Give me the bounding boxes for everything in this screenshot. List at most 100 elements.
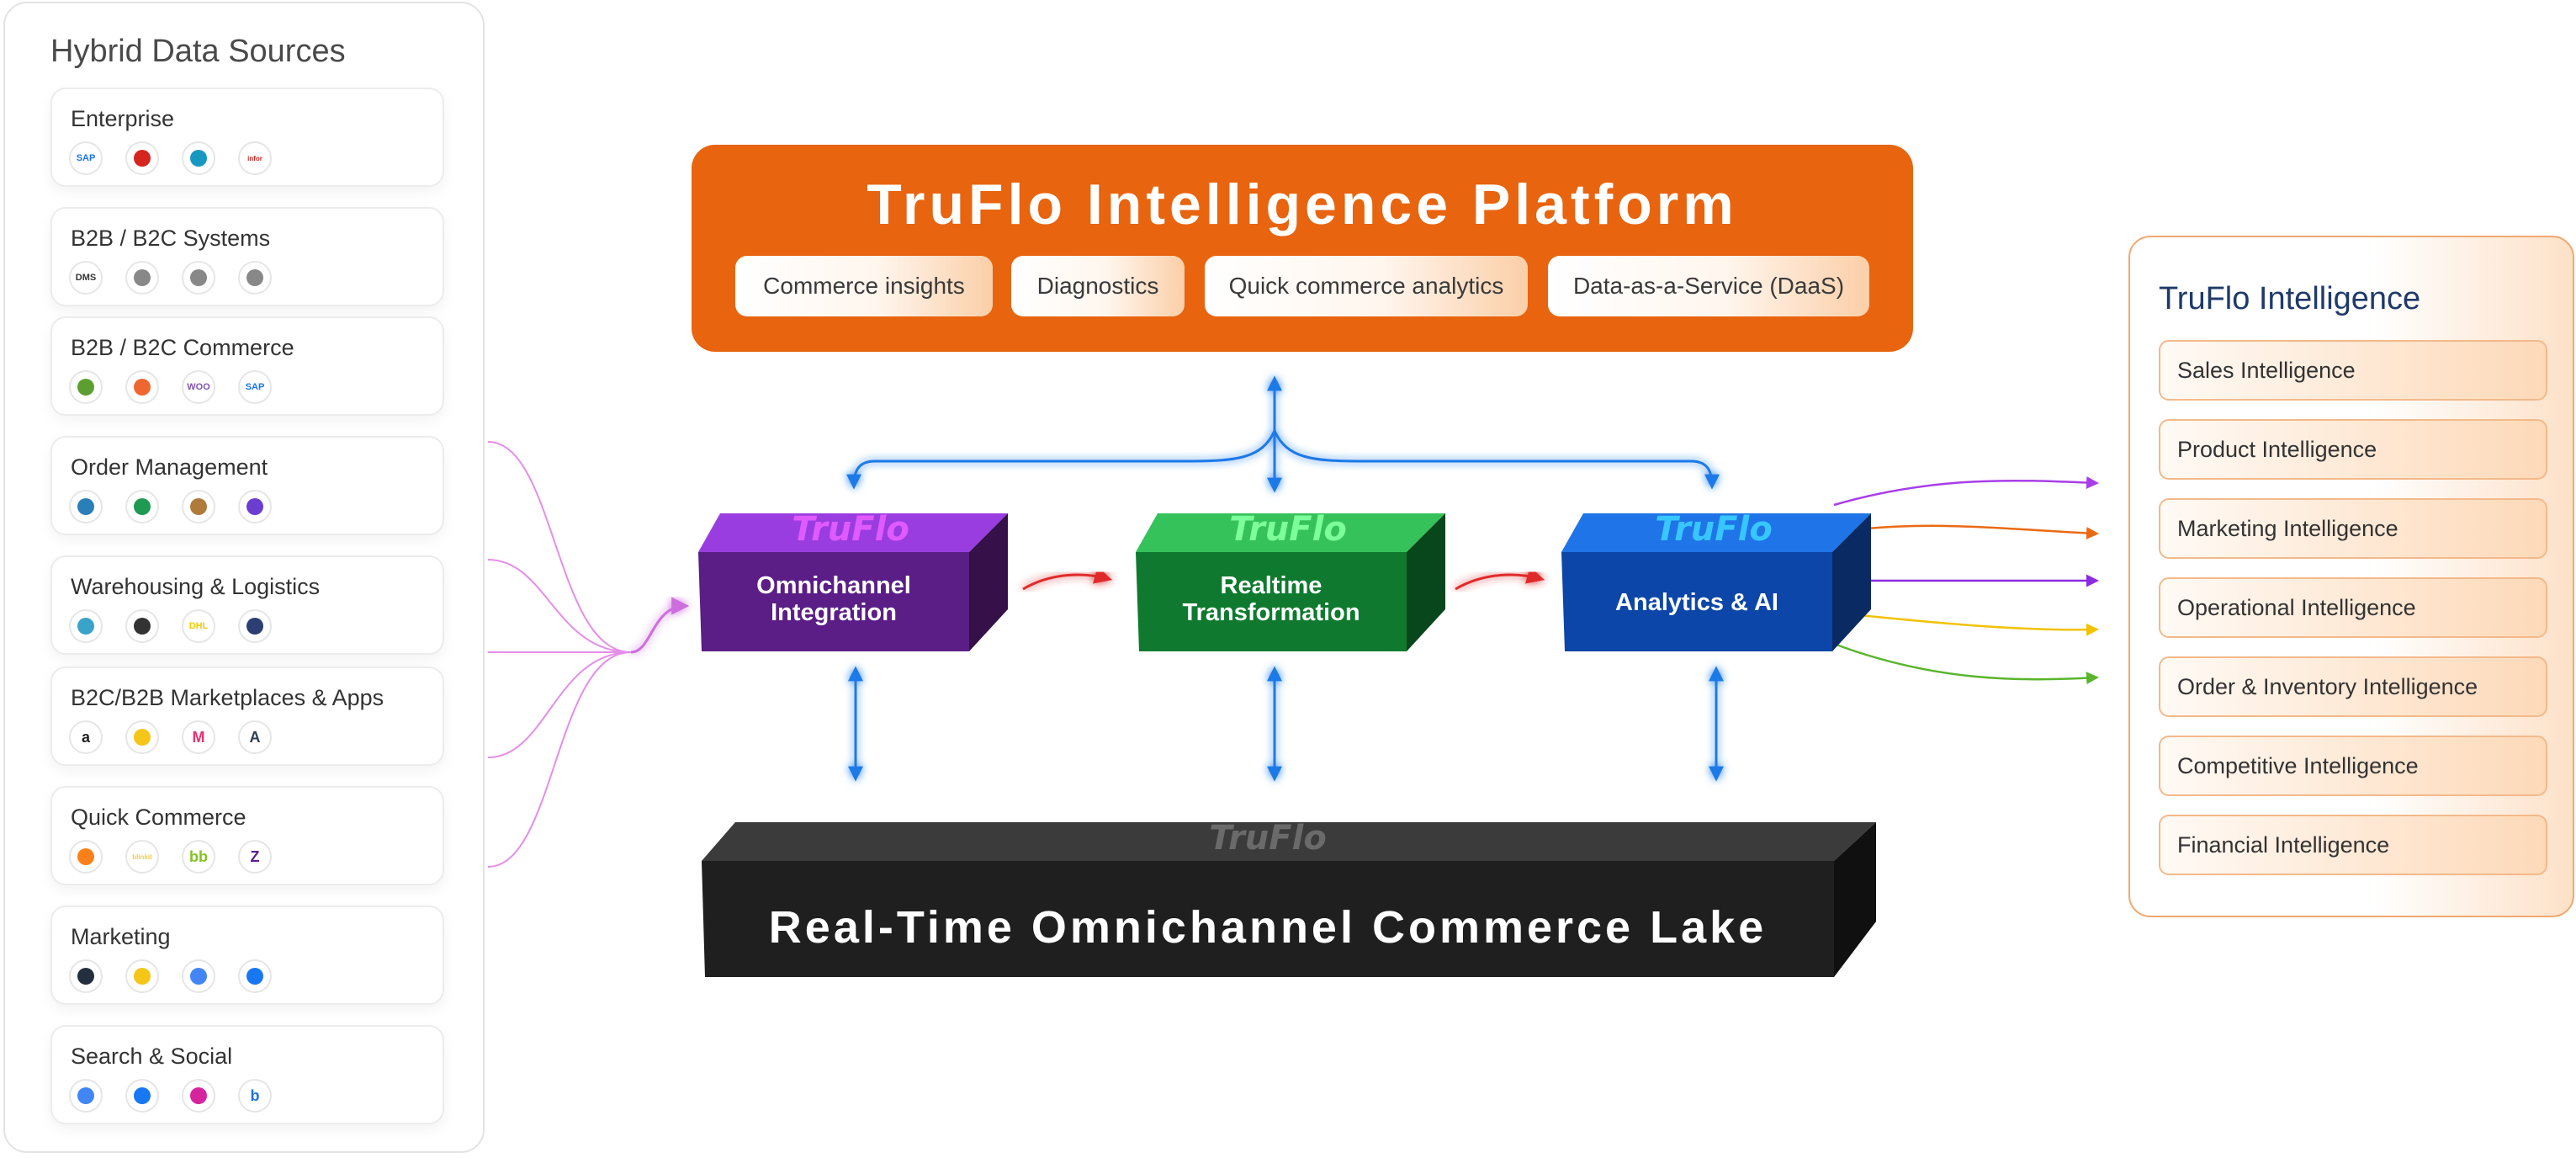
- flipkart-ads-logo-icon: [125, 959, 159, 993]
- web-logo-icon: [238, 261, 272, 295]
- source-logos: DMS: [69, 261, 272, 295]
- block-flow-arrows: [1022, 566, 1545, 591]
- platform-chip-quick-commerce-analytics[interactable]: Quick commerce analytics: [1205, 256, 1528, 316]
- block-brand: TruFlo: [1655, 510, 1773, 549]
- source-card-label: Order Management: [71, 454, 268, 480]
- block-3d-shape: [698, 513, 1008, 651]
- source-card-label: Quick Commerce: [71, 805, 246, 830]
- commerce-lake-block: TruFlo Real-Time Omnichannel Commerce La…: [702, 819, 1876, 977]
- shiprocket-logo-icon: [69, 609, 103, 643]
- source-logos: [69, 490, 272, 523]
- source-card-label: B2C/B2B Marketplaces & Apps: [71, 685, 384, 710]
- intel-item-sales[interactable]: Sales Intelligence: [2159, 340, 2547, 401]
- source-card-order-management[interactable]: Order Management: [50, 436, 444, 535]
- source-card-label: Search & Social: [71, 1044, 233, 1069]
- intel-item-marketing[interactable]: Marketing Intelligence: [2159, 498, 2547, 559]
- meta-logo-icon: [125, 1079, 159, 1113]
- intel-item-operational[interactable]: Operational Intelligence: [2159, 577, 2547, 638]
- source-card-label: B2B / B2C Systems: [71, 226, 271, 251]
- source-card-marketing[interactable]: Marketing: [50, 906, 444, 1005]
- platform-chip-diagnostics[interactable]: Diagnostics: [1011, 256, 1185, 316]
- infor-logo-icon: infor: [238, 141, 272, 175]
- flipkart-logo-icon: [125, 720, 159, 754]
- block-front-face: [1561, 552, 1832, 651]
- meta-logo-icon: [238, 959, 272, 993]
- truflo-intelligence-panel: TruFlo Intelligence Sales Intelligence P…: [2128, 236, 2574, 917]
- block-side-face: [1832, 513, 1871, 651]
- sap-commerce-logo-icon: SAP: [238, 370, 272, 404]
- block-top-face: [1561, 513, 1871, 552]
- block-label: Realtime Transformation: [1182, 572, 1360, 626]
- source-logos: WOO SAP: [69, 370, 272, 404]
- lake-title: Real-Time Omnichannel Commerce Lake: [768, 902, 1768, 953]
- platform-to-blocks-arrows: [846, 375, 1720, 493]
- instagram-logo-icon: [182, 1079, 215, 1113]
- bing-logo-icon: b: [238, 1079, 272, 1113]
- intel-item-product[interactable]: Product Intelligence: [2159, 419, 2547, 480]
- intelligence-title: TruFlo Intelligence: [2159, 281, 2421, 316]
- woocommerce-logo-icon: WOO: [182, 370, 215, 404]
- block-side-face: [1407, 513, 1445, 651]
- intel-item-competitive[interactable]: Competitive Intelligence: [2159, 736, 2547, 796]
- data-sources-title: Hybrid Data Sources: [50, 34, 346, 69]
- swiggy-logo-icon: [69, 840, 103, 874]
- vinculum-logo-icon: [182, 490, 215, 523]
- amazon-logo-icon: a: [69, 720, 103, 754]
- sap-logo-icon: SAP: [69, 141, 103, 175]
- source-card-label: Marketing: [71, 924, 171, 949]
- block-top-face: [698, 513, 1008, 552]
- ajio-logo-icon: A: [238, 720, 272, 754]
- truflo-platform-banner: TruFlo Intelligence Platform Commerce in…: [692, 145, 1913, 352]
- google-ads-logo-icon: [182, 959, 215, 993]
- oracle-logo-icon: [125, 141, 159, 175]
- platform-chip-daas[interactable]: Data-as-a-Service (DaaS): [1548, 256, 1869, 316]
- amazon-ads-logo-icon: [69, 959, 103, 993]
- block-front-face: [1136, 552, 1407, 651]
- lake-3d-shape: [702, 822, 1876, 977]
- source-card-label: Enterprise: [71, 106, 175, 131]
- mountains-logo-icon: [238, 609, 272, 643]
- shopify-logo-icon: [69, 370, 103, 404]
- magento-logo-icon: [125, 370, 159, 404]
- zepto-logo-icon: Z: [238, 840, 272, 874]
- intel-item-financial[interactable]: Financial Intelligence: [2159, 815, 2547, 875]
- block-side-face: [969, 513, 1008, 651]
- source-logos: b: [69, 1079, 272, 1113]
- block-label: Omnichannel Integration: [756, 572, 911, 626]
- dms-logo-icon: DMS: [69, 261, 103, 295]
- source-card-label: Warehousing & Logistics: [71, 574, 321, 599]
- google-logo-icon: [69, 1079, 103, 1113]
- block-brand: TruFlo: [1229, 510, 1347, 549]
- block-label: Analytics & AI: [1615, 589, 1778, 616]
- source-logos: SAP infor: [69, 141, 272, 175]
- salesforce-logo-icon: [182, 141, 215, 175]
- intel-item-order-inventory[interactable]: Order & Inventory Intelligence: [2159, 656, 2547, 717]
- platform-chip-commerce-insights[interactable]: Commerce insights: [735, 256, 993, 316]
- source-logos: DHL: [69, 609, 272, 643]
- blinkit-logo-icon: blinkit: [125, 840, 159, 874]
- output-fan-lines: [1833, 475, 2099, 685]
- delhivery-logo-icon: [125, 609, 159, 643]
- platform-title: TruFlo Intelligence Platform: [867, 173, 1738, 236]
- easyecom-logo-icon: [125, 490, 159, 523]
- pos-logo-icon: [125, 261, 159, 295]
- block-3d-shape: [1136, 513, 1445, 651]
- myntra-logo-icon: M: [182, 720, 215, 754]
- source-logos: [69, 959, 272, 993]
- lake-brand: TruFlo: [1209, 819, 1327, 858]
- unicommerce-logo-icon: [69, 490, 103, 523]
- block-brand: TruFlo: [792, 510, 909, 549]
